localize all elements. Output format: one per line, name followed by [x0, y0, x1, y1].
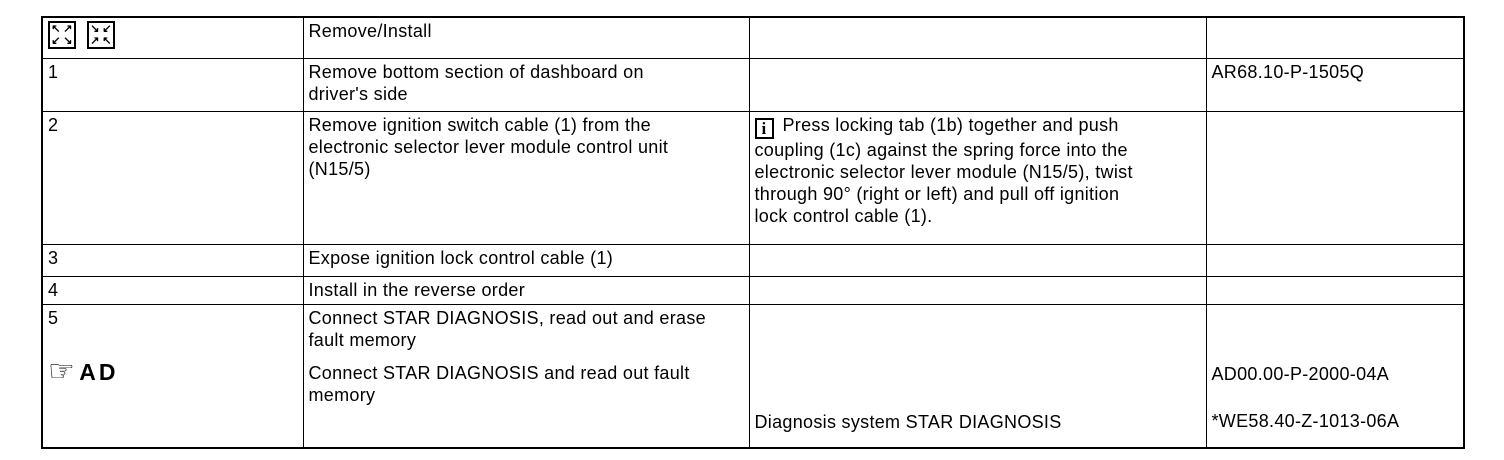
collapse-all-icon[interactable]: ↘ ↙ ↗ ↖ [87, 21, 115, 49]
table-row: 3 Expose ignition lock control cable (1) [41, 244, 1465, 277]
ad-icon-label: AD [79, 359, 119, 385]
step-number: 4 [41, 276, 304, 305]
ad-document-icon[interactable]: ☞ AD [48, 357, 297, 387]
icon-row: ↖ ↗ ↙ ↘ ↘ ↙ ↗ ↖ [48, 21, 297, 49]
step-task: Remove ignition switch cable (1) from th… [302, 111, 750, 245]
arrow-glyph: ↙ [51, 35, 61, 47]
document-code-link[interactable]: *WE58.40-Z-1013-06A [1211, 411, 1400, 431]
step-number: 5 [48, 308, 59, 328]
step-note: Press locking tab (1b) together and push… [754, 115, 1133, 226]
step-task: Connect STAR DIAGNOSIS, read out and era… [308, 308, 706, 350]
document-code-cell: AD00.00-P-2000-04A *WE58.40-Z-1013-06A [1205, 304, 1465, 449]
table-title: Remove/Install [302, 16, 750, 59]
step-number: 2 [41, 111, 304, 245]
table-header-row: ↖ ↗ ↙ ↘ ↘ ↙ ↗ ↖ Remove/Install [41, 16, 1465, 59]
table-row: 1 Remove bottom section of dashboard on … [41, 58, 1465, 112]
arrow-glyph: ↘ [63, 35, 73, 47]
header-icons-cell: ↖ ↗ ↙ ↘ ↘ ↙ ↗ ↖ [41, 16, 304, 59]
document-code-link[interactable]: AD00.00-P-2000-04A [1211, 364, 1390, 384]
step-number-cell: 5 ☞ AD [41, 304, 304, 449]
step-task-cell: Connect STAR DIAGNOSIS, read out and era… [302, 304, 750, 449]
empty-cell [748, 244, 1207, 277]
step-task: Expose ignition lock control cable (1) [302, 244, 750, 277]
step-task: Remove bottom section of dashboard on dr… [302, 58, 750, 112]
empty-cell [748, 276, 1207, 305]
arrow-glyph: ↖ [102, 35, 112, 47]
step-number: 1 [41, 58, 304, 112]
pointing-hand-icon: ☞ [48, 355, 76, 388]
step-task: Connect STAR DIAGNOSIS and read out faul… [308, 363, 690, 405]
table-row: 5 ☞ AD Connect STAR DIAGNOSIS, read out … [41, 304, 1465, 449]
step-number: 3 [41, 244, 304, 277]
document-code-link[interactable]: AR68.10-P-1505Q [1205, 58, 1465, 112]
table-row: 4 Install in the reverse order [41, 276, 1465, 305]
procedure-table: ↖ ↗ ↙ ↘ ↘ ↙ ↗ ↖ Remove/Install [41, 16, 1465, 449]
arrow-glyph: ↗ [90, 35, 100, 47]
table-row: 2 Remove ignition switch cable (1) from … [41, 111, 1465, 245]
arrow-glyph: ↙ [102, 23, 112, 35]
step-task: Install in the reverse order [302, 276, 750, 305]
arrow-glyph: ↗ [63, 23, 73, 35]
empty-cell [1205, 111, 1465, 245]
empty-cell [748, 16, 1207, 59]
empty-cell [1205, 276, 1465, 305]
empty-cell [748, 58, 1207, 112]
step-note: Diagnosis system STAR DIAGNOSIS [754, 412, 1062, 432]
expand-all-icon[interactable]: ↖ ↗ ↙ ↘ [48, 21, 76, 49]
arrow-glyph: ↖ [51, 23, 61, 35]
empty-cell [1205, 244, 1465, 277]
info-icon: i [754, 118, 774, 139]
empty-cell [1205, 16, 1465, 59]
step-note-cell: Diagnosis system STAR DIAGNOSIS [748, 304, 1207, 449]
arrow-glyph: ↘ [90, 23, 100, 35]
